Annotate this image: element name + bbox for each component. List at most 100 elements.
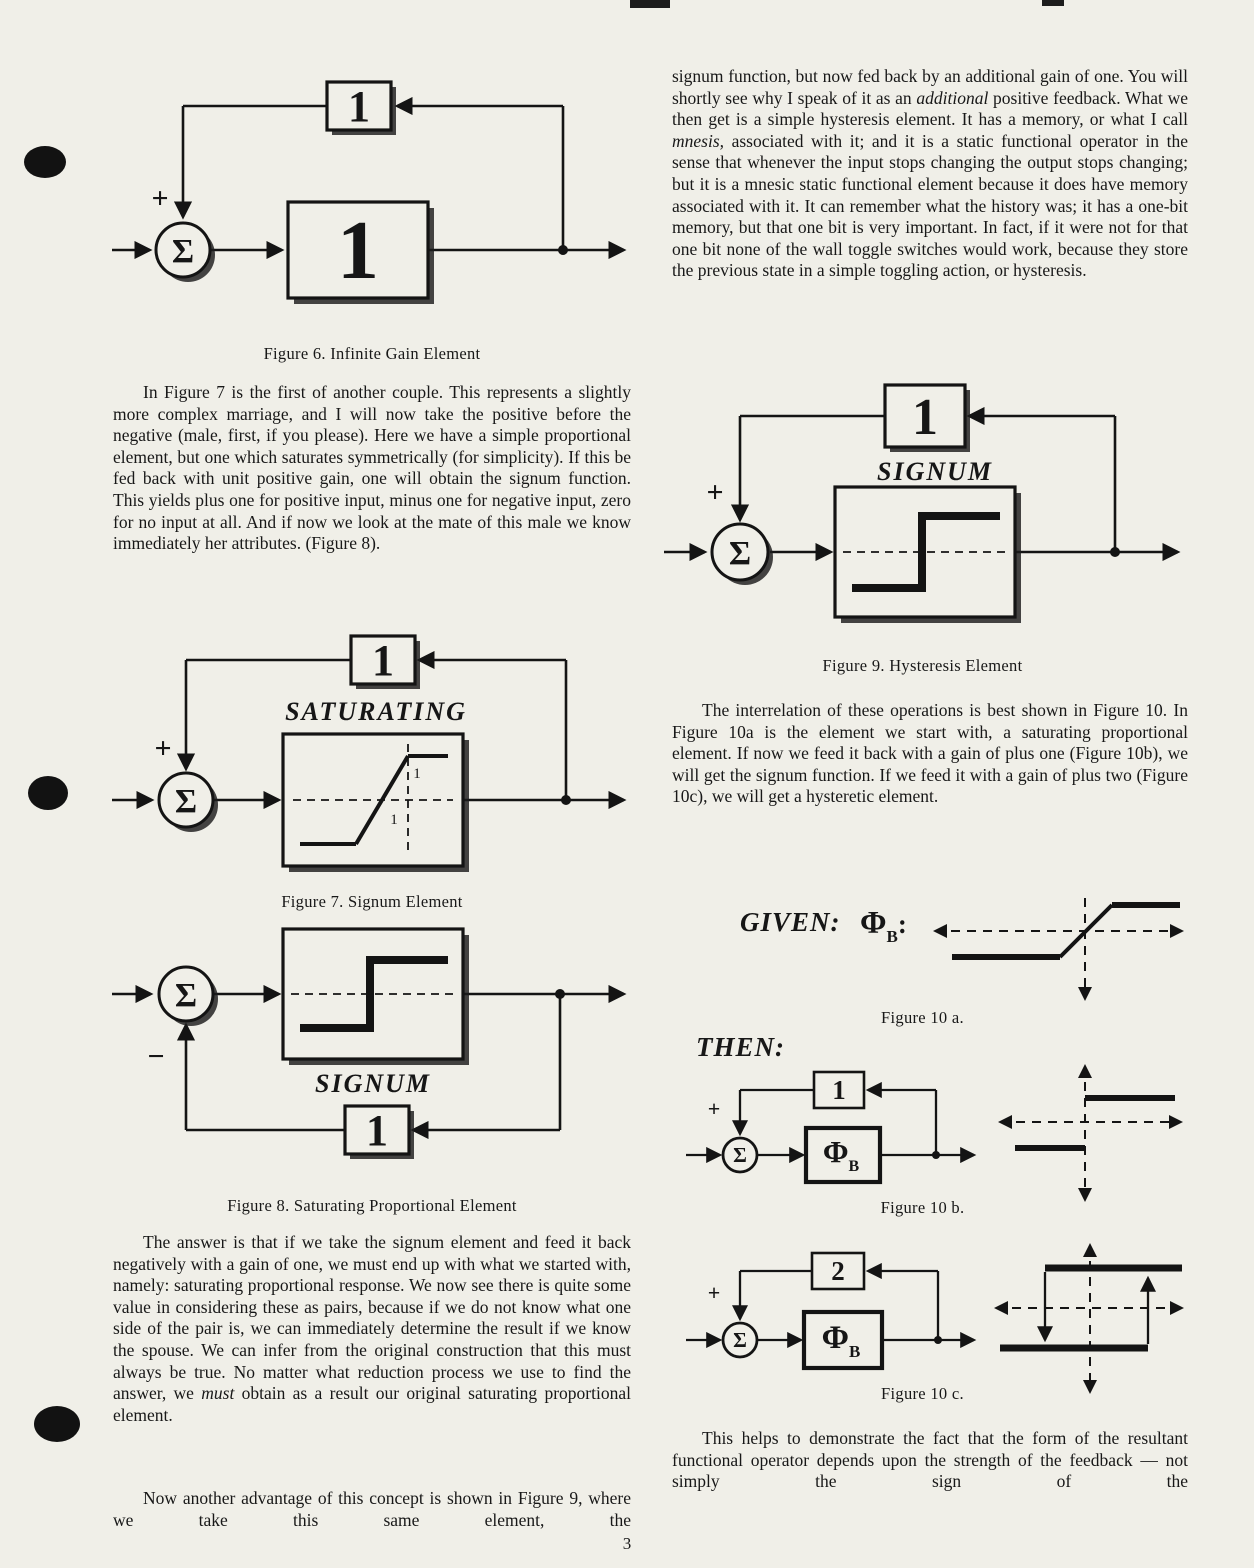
figure-8-caption: Figure 8. Saturating Proportional Elemen… — [227, 1196, 517, 1215]
punch-hole — [24, 146, 66, 178]
feedback-gain-value: 1 — [372, 636, 394, 685]
paragraph-left-1: In Figure 7 is the first of another coup… — [113, 382, 631, 554]
figure-8-diagram: − Σ SIGNUM 1 — [108, 922, 633, 1172]
sigma-symbol: Σ — [733, 1143, 747, 1167]
figure-6-diagram: + Σ 1 1 — [108, 72, 633, 342]
fig10c-graph — [994, 1243, 1184, 1394]
figure-10c-caption: Figure 10 c. — [881, 1384, 964, 1403]
fig6-signal-wires — [112, 96, 627, 260]
figure-7-diagram: + Σ 1 1 1 SATURATING — [108, 628, 633, 888]
plus-sign: + — [154, 732, 171, 765]
page-number: 3 — [622, 1534, 632, 1553]
fig8-signum-block — [281, 927, 469, 1065]
feedback-gain-value: 1 — [832, 1075, 846, 1105]
saturating-label: SATURATING — [285, 697, 467, 726]
fig7-signal-wires — [112, 650, 627, 810]
figure-10c-svg: + Σ ΦB 2 — [686, 1243, 1184, 1394]
phi-glyph: Φ — [822, 1320, 849, 1356]
figure-7-caption: Figure 7. Signum Element — [281, 892, 463, 911]
text-segment: The answer is that if we take the signum… — [113, 1232, 631, 1404]
fig7-saturating-block: 1 1 — [281, 732, 469, 872]
fig10c-signal-wires — [686, 1262, 977, 1349]
fig9-summator: Σ — [710, 522, 773, 585]
punch-hole — [28, 776, 68, 810]
text-segment: obtain as a result our original saturati… — [113, 1383, 631, 1425]
fig6-summator: Σ — [154, 221, 215, 282]
figure-9-diagram: + Σ SIGNUM 1 — [660, 380, 1185, 658]
sigma-symbol: Σ — [733, 1328, 747, 1352]
minus-sign: − — [147, 1040, 164, 1073]
scan-artifact — [630, 0, 670, 8]
fig9-feedback-block: 1 — [883, 383, 970, 452]
text-segment-italic: must — [201, 1383, 235, 1404]
paragraph-left-2: The answer is that if we take the signum… — [113, 1232, 631, 1426]
fig10b-feedback-block: 1 — [812, 1070, 866, 1110]
figure-9-svg: + Σ SIGNUM 1 — [664, 383, 1181, 623]
signum-label: SIGNUM — [315, 1069, 431, 1098]
figure-10c-diagram: + Σ ΦB 2 — [678, 1240, 1188, 1400]
figure-10b-svg: + Σ ΦB 1 — [686, 1064, 1183, 1202]
phi-subscript: B — [849, 1158, 860, 1175]
feedback-gain-value: 2 — [831, 1256, 845, 1286]
figure-9-caption: Figure 9. Hysteresis Element — [822, 656, 1023, 675]
colon: : — [898, 909, 907, 939]
figure-10b-caption: Figure 10 b. — [880, 1198, 965, 1217]
feedback-gain-value: 1 — [366, 1106, 388, 1155]
sigma-symbol: Σ — [175, 977, 197, 1014]
figure-6-caption: Figure 6. Infinite Gain Element — [263, 344, 481, 363]
fig7-feedback-block: 1 — [349, 634, 420, 689]
plus-sign: + — [706, 476, 723, 509]
fig10b-signal-wires — [686, 1081, 977, 1164]
text-segment: signum function, but now fed back by an … — [672, 66, 1188, 108]
unit-label: 1 — [413, 766, 421, 782]
paragraph-left-3: Now another advantage of this concept is… — [113, 1488, 631, 1530]
fig8-signal-wires — [112, 984, 627, 1140]
fig8-feedback-block: 1 — [343, 1104, 414, 1159]
feedback-gain-value: 1 — [348, 82, 370, 131]
fig9-signal-wires — [664, 406, 1181, 562]
text-segment-italic: mnesis, — [672, 130, 725, 151]
text-segment: positive feedback. What we then get is a… — [672, 87, 1189, 130]
figure-7-svg: + Σ 1 1 1 SATURATING — [112, 634, 627, 872]
fig7-summator: Σ — [157, 771, 218, 832]
fig6-feedback-block: 1 — [325, 80, 396, 135]
scan-artifact — [1042, 0, 1064, 6]
plus-sign: + — [708, 1280, 721, 1305]
phi-subscript: B — [849, 1342, 860, 1361]
then-label: THEN: — [696, 1032, 785, 1062]
fig10b-summator: Σ — [721, 1136, 759, 1174]
signum-label: SIGNUM — [877, 457, 993, 486]
fig10c-feedback-block: 2 — [810, 1251, 866, 1291]
text-segment: associated with it; and it is a static f… — [672, 130, 1188, 281]
paragraph-right-3: This helps to demonstrate the fact that … — [672, 1428, 1188, 1492]
plus-sign: + — [151, 182, 168, 215]
figure-10a-caption: Figure 10 a. — [881, 1008, 964, 1027]
phi-symbol: ΦB — [823, 1134, 860, 1175]
sigma-symbol: Σ — [172, 233, 194, 270]
figure-8-svg: − Σ SIGNUM 1 — [112, 927, 627, 1159]
phi-glyph: Φ — [860, 904, 887, 940]
fig10b-phi-block: ΦB — [803, 1125, 883, 1185]
paragraph-right-2: The interrelation of these operations is… — [672, 700, 1188, 807]
text-segment-italic: additional — [916, 87, 989, 108]
fig10a-graph — [933, 898, 1184, 1001]
phi-symbol: ΦB — [822, 1320, 861, 1361]
paragraph-right-1: signum function, but now fed back by an … — [672, 66, 1188, 282]
fig10c-phi-block: ΦB — [801, 1309, 885, 1371]
plus-sign: + — [708, 1096, 721, 1121]
unit-label: 1 — [390, 812, 398, 828]
figure-10b-diagram: + Σ ΦB 1 — [678, 1058, 1188, 1208]
gain-value: 1 — [337, 204, 379, 297]
given-label: GIVEN: — [740, 907, 841, 937]
figure-6-svg: + Σ 1 1 — [112, 80, 627, 304]
figure-10a-svg: GIVEN: ΦB: — [740, 898, 1184, 1001]
feedback-gain-value: 1 — [912, 389, 938, 446]
phi-symbol: ΦB: — [860, 904, 907, 946]
sigma-symbol: Σ — [175, 783, 197, 820]
fig6-gain-block: 1 — [286, 200, 434, 304]
figure-10a-diagram: GIVEN: ΦB: — [730, 893, 1190, 1008]
phi-subscript: B — [887, 927, 898, 946]
phi-glyph: Φ — [823, 1134, 849, 1169]
fig10c-summator: Σ — [721, 1321, 759, 1359]
